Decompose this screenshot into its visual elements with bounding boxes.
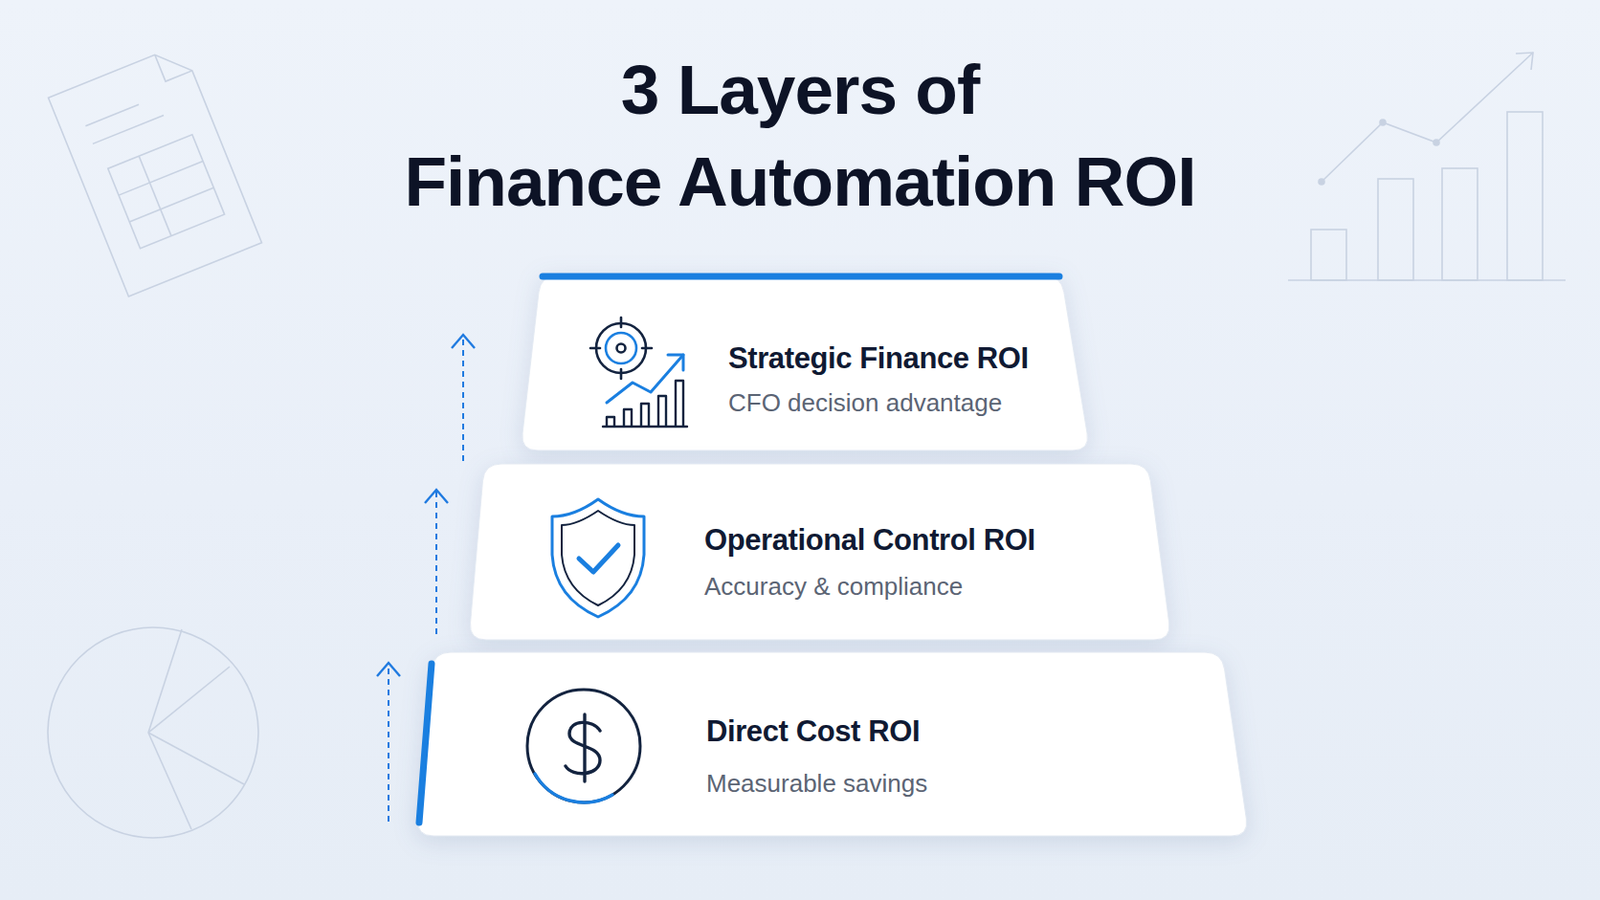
document-outline — [48, 44, 263, 297]
document-line — [92, 114, 164, 144]
chart-trend-arrowhead — [1515, 52, 1534, 70]
shield-icon — [552, 499, 645, 618]
bar-icon — [606, 380, 684, 426]
card-text-group: Direct Cost ROI Measurable savings — [706, 713, 928, 800]
bar-chart-sketch — [1288, 52, 1566, 281]
pie-chart-sketch — [47, 627, 259, 839]
shield-inner — [561, 511, 635, 606]
document-table-line — [129, 187, 214, 223]
document-fold — [155, 44, 193, 82]
chart-point — [1379, 119, 1386, 126]
strategy-icon — [590, 317, 688, 427]
layer-subtitle: Measurable savings — [706, 768, 928, 800]
layer-subtitle: CFO decision advantage — [728, 387, 1029, 419]
layer-heading: Direct Cost ROI — [706, 713, 928, 751]
title-spacer — [369, 44, 513, 83]
crosshair — [620, 317, 623, 328]
pie-spoke — [148, 666, 230, 734]
shield-outline — [552, 499, 645, 618]
chart-point — [1433, 139, 1440, 146]
card-accent — [419, 664, 432, 823]
layer-card: Operational Control ROI Accuracy & compli… — [468, 464, 1172, 641]
check-mark — [578, 545, 619, 573]
coin-accent — [534, 774, 613, 803]
chart-trend-line — [1321, 52, 1534, 182]
target-ring — [596, 323, 646, 374]
arrowhead — [377, 663, 400, 677]
dollar-symbol — [565, 722, 600, 774]
document-table-line — [118, 161, 203, 197]
title-block: 3 Layers of Finance Automation ROI — [369, 44, 1231, 228]
pie-spoke — [148, 733, 192, 830]
chart-bar — [1311, 229, 1347, 281]
chart-bar — [1507, 111, 1543, 281]
bar-icon-base — [602, 425, 688, 428]
document-table — [108, 134, 225, 249]
card-text-group: Operational Control ROI Accuracy & compli… — [704, 522, 1036, 602]
chart-point — [1318, 178, 1325, 185]
arrowhead — [451, 334, 475, 349]
document-line — [85, 104, 139, 126]
pie-spoke — [148, 733, 245, 785]
chart-bar — [1442, 168, 1478, 281]
diagram-title: 3 Layers of Finance Automation ROI — [404, 50, 1197, 221]
coin-outline — [527, 689, 641, 803]
trend-arrow — [606, 355, 684, 403]
trend-arrowhead — [667, 355, 684, 371]
layer-card: Strategic Finance ROI CFO decision advant… — [520, 275, 1090, 451]
dollar-symbol — [582, 714, 586, 782]
target-center — [617, 344, 626, 354]
dashed-arrow-line — [462, 336, 465, 462]
document-sketch — [48, 44, 263, 297]
dollar-icon — [527, 689, 641, 803]
title-spacer — [1087, 44, 1231, 83]
document-table-line — [138, 155, 172, 236]
document-sketch — [48, 44, 263, 297]
card-accent — [542, 273, 1060, 281]
target-ring — [605, 333, 637, 364]
layer-card: Direct Cost ROI Measurable savings — [416, 652, 1249, 837]
crosshair — [590, 347, 600, 351]
arrowhead — [424, 489, 448, 504]
card-text-group: Strategic Finance ROI CFO decision advant… — [728, 340, 1029, 419]
crosshair — [642, 347, 652, 351]
layer-heading: Strategic Finance ROI — [728, 340, 1029, 378]
card-background — [522, 275, 1089, 451]
crosshair — [620, 369, 623, 379]
card-background — [469, 464, 1170, 641]
pie-outline — [47, 627, 259, 839]
card-background — [418, 652, 1247, 837]
pie-spoke — [148, 629, 182, 734]
dashed-arrow-line — [435, 491, 438, 635]
layer-heading: Operational Control ROI — [704, 522, 1036, 559]
dashed-arrow-line — [387, 665, 390, 823]
layer-subtitle: Accuracy & compliance — [704, 571, 1036, 602]
chart-bar — [1377, 178, 1414, 281]
